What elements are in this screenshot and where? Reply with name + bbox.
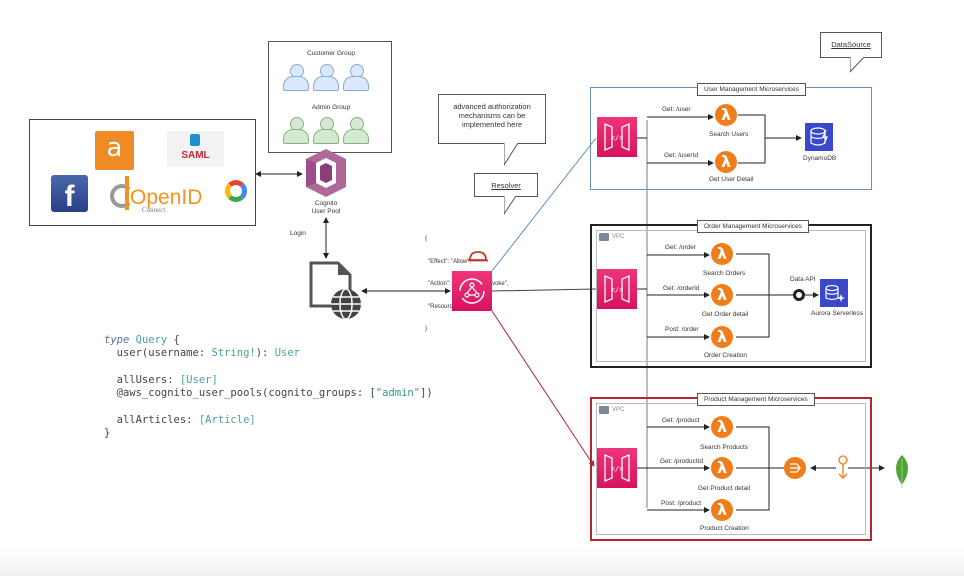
login-label: Login [290, 230, 306, 237]
identity-providers-panel: a SAML f OpenID Connect [29, 119, 256, 226]
function-label: Search Users [709, 131, 749, 138]
customer-user-icon [313, 64, 339, 92]
code-line: @aws_cognito_user_pools(cognito_groups: … [104, 387, 433, 400]
openid-swirl-icon [110, 184, 134, 208]
user-groups-panel: Customer Group Admin Group [268, 41, 392, 153]
policy-effect: "Effect": "Allow", [428, 258, 472, 265]
customer-group-label: Customer Group [306, 50, 356, 57]
lambda-icon[interactable]: λ [711, 326, 733, 348]
code-line: type Query { [104, 334, 180, 346]
svg-text:</>: </> [611, 134, 624, 142]
svg-text:</>: </> [611, 465, 624, 473]
openid-logo-icon: OpenID Connect [110, 176, 228, 214]
route-label: Get: /userId [664, 152, 698, 159]
openid-connect-label: Connect [142, 206, 166, 214]
aurora-icon [820, 279, 848, 307]
cognito-icon [306, 149, 346, 197]
openid-label: OpenID [130, 186, 203, 209]
function-label: Order Creation [704, 352, 747, 359]
route-label: Get: /user [662, 106, 691, 113]
lock-icon [190, 134, 200, 146]
customer-user-icon [283, 64, 309, 92]
admin-user-icon [313, 117, 339, 145]
iam-helmet-icon [468, 251, 488, 262]
datasource-callout: DataSource [820, 32, 882, 58]
facebook-logo-icon: f [51, 175, 88, 213]
authorization-callout: advanced authorization mechanisms can be… [438, 94, 546, 144]
lambda-icon[interactable]: λ [715, 104, 737, 126]
route-label: Post: /product [661, 500, 702, 507]
product-service-title: Product Management Microservices [697, 393, 815, 406]
lambda-icon[interactable]: λ [711, 457, 733, 479]
authorization-callout-tail [504, 143, 519, 166]
admin-user-icon [343, 117, 369, 145]
route-label: Get: /order [665, 244, 697, 251]
vpc-endpoint-icon [838, 455, 848, 479]
user-service-title: User Management Microservices [697, 83, 807, 96]
vpc-cloud-icon [599, 406, 609, 414]
authorization-callout-text: advanced authorization mechanisms can be… [453, 102, 531, 129]
function-label: Search Orders [703, 270, 746, 277]
cognito-label-line1: Cognito [314, 200, 338, 207]
order-service-title: Order Management Microservices [697, 220, 809, 233]
vpc-label: VPC [599, 233, 624, 241]
datasource-callout-text: DataSource [831, 40, 871, 49]
web-client-icon [309, 261, 361, 320]
policy-open: { [425, 236, 428, 242]
code-line: allArticles: [Article] [104, 413, 256, 426]
mongodb-icon [896, 455, 908, 488]
resolver-callout: Resolver [474, 173, 538, 197]
lambda-icon[interactable]: λ [711, 284, 733, 306]
cognito-label-line2: User Pool [311, 208, 341, 215]
route-label: Get: /productId [660, 458, 703, 465]
admin-user-icon [283, 117, 309, 145]
route-label: Get: /orderId [663, 285, 700, 292]
function-label: Get Order detail [702, 311, 749, 318]
user-api-gateway-icon[interactable]: </> [597, 117, 637, 157]
code-line: user(username: String!): User [104, 347, 300, 360]
function-label: Get User Detail [709, 176, 754, 183]
data-api-label: Data API [790, 276, 816, 283]
dynamodb-label: DynamoDB [803, 155, 837, 162]
vpc-cloud-icon [599, 233, 609, 241]
admin-group-label: Admin Group [311, 104, 351, 111]
function-label: Get Product detail [698, 485, 751, 492]
user-lambda-merge [738, 114, 766, 164]
code-line: allUsers: [User] [104, 373, 218, 386]
appsync-user-link [491, 137, 597, 272]
svg-text:</>: </> [611, 286, 624, 294]
route-label: Get: /product [662, 417, 700, 424]
dynamodb-icon [805, 123, 833, 151]
route-label: Post: /order [665, 326, 699, 333]
vpc-router-icon [784, 457, 806, 479]
datasource-callout-tail [850, 57, 865, 73]
appsync-product-link [491, 310, 595, 467]
policy-close: } [425, 326, 428, 332]
vpc-label: VPC [599, 406, 624, 414]
order-api-gateway-icon[interactable]: </> [597, 269, 637, 309]
openid-bar-icon [125, 176, 129, 210]
resolver-callout-text: Resolver [491, 181, 521, 190]
appsync-icon[interactable] [452, 271, 492, 311]
graphql-schema-code: type Query { user(username: String!): Us… [104, 334, 433, 440]
amazon-logo-icon: a [95, 131, 134, 170]
google-logo-icon [225, 180, 247, 202]
lambda-icon[interactable]: λ [711, 416, 733, 438]
resolver-callout-tail [504, 196, 517, 215]
product-api-gateway-icon[interactable]: </> [597, 448, 637, 488]
lambda-icon[interactable]: λ [711, 243, 733, 265]
saml-label: SAML [181, 150, 210, 161]
saml-logo-icon: SAML [167, 131, 224, 167]
lambda-icon[interactable]: λ [711, 499, 733, 521]
data-api-endpoint-icon [793, 289, 805, 301]
function-label: Product Creation [700, 525, 749, 532]
appsync-order-link [491, 288, 597, 292]
aurora-label: Aurora Serverless [811, 310, 864, 317]
customer-user-icon [343, 64, 369, 92]
function-label: Search Products [700, 444, 749, 451]
bottom-fade [0, 548, 964, 576]
code-line: } [104, 427, 111, 440]
lambda-icon[interactable]: λ [715, 151, 737, 173]
